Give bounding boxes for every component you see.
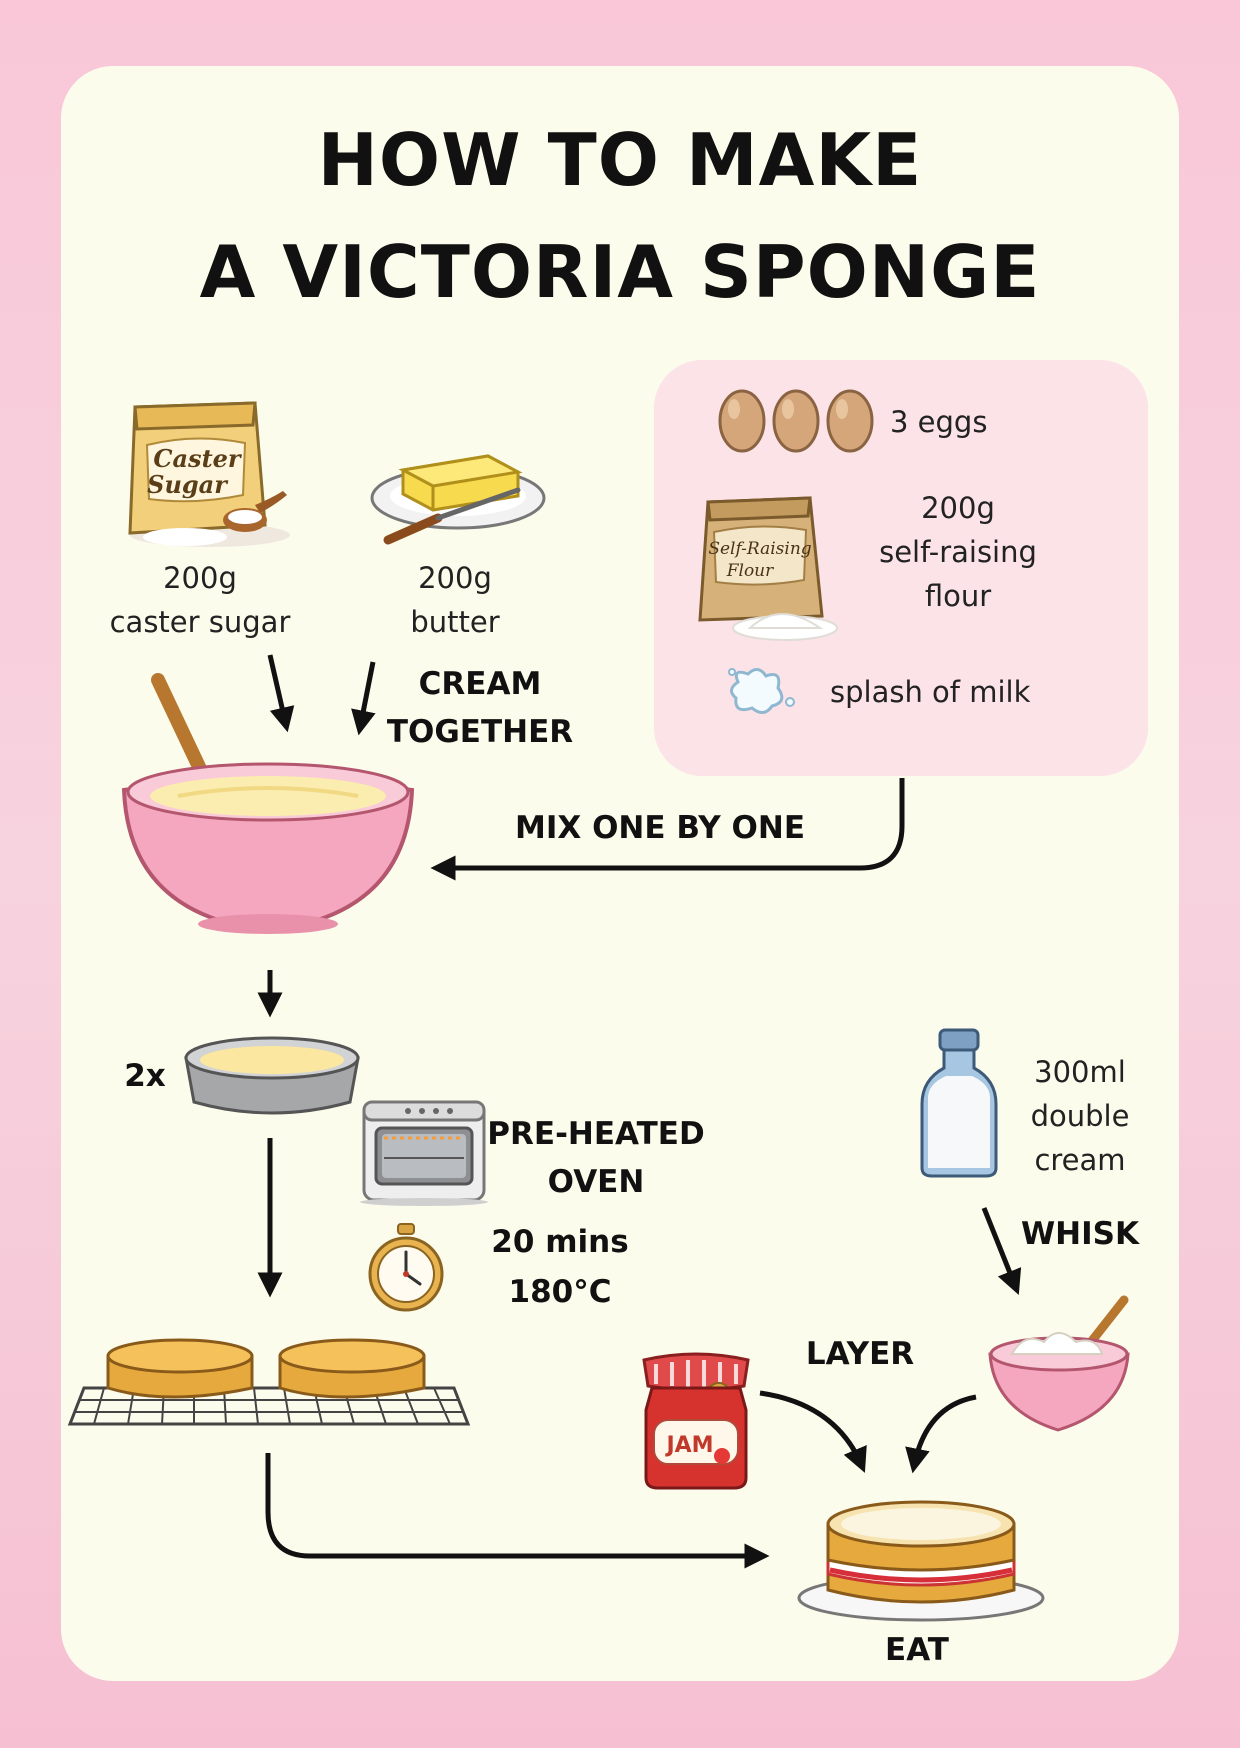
eat-label: EAT — [885, 1632, 949, 1668]
stopwatch-icon — [368, 1223, 444, 1312]
milk-text: splash of milk — [830, 675, 1031, 709]
sugar-pack-text-2: Sugar — [147, 470, 229, 499]
flour-line-2: self-raising — [879, 535, 1037, 569]
sugar-name: caster sugar — [109, 605, 291, 639]
jam-jar-icon: JAM — [642, 1352, 750, 1490]
whisk-label: WHISK — [1020, 1216, 1140, 1252]
sugar-pack-text-1: Caster — [153, 444, 243, 473]
flour-line-1: 200g — [921, 491, 995, 525]
flour-line-3: flour — [924, 579, 992, 613]
bake-temperature: 180°C — [508, 1274, 612, 1310]
cream-together-label-1: CREAM — [418, 666, 542, 702]
flour-pack-text-2: Flour — [726, 561, 774, 581]
eggs-text: 3 eggs — [890, 405, 988, 439]
bake-time: 20 mins — [491, 1224, 629, 1260]
cake-tin-icon — [184, 1036, 360, 1115]
butter-name: butter — [410, 605, 500, 639]
jam-label: JAM — [664, 1433, 713, 1458]
eggs-icon — [718, 389, 874, 453]
caster-sugar-icon: Caster Sugar — [128, 401, 290, 547]
cream-line-3: cream — [1034, 1143, 1126, 1177]
mixing-bowl-icon — [121, 673, 415, 934]
butter-icon — [370, 454, 546, 545]
cream-line-2: double — [1030, 1099, 1130, 1133]
cream-together-label-2: TOGETHER — [386, 714, 574, 750]
oven-label-1: PRE-HEATED — [487, 1116, 705, 1152]
cooling-sponges-icon — [67, 1338, 471, 1426]
tins-count: 2x — [124, 1058, 166, 1094]
butter-amount: 200g — [418, 561, 492, 595]
sugar-amount: 200g — [163, 561, 237, 595]
oven-label-2: OVEN — [547, 1164, 645, 1200]
victoria-sponge-cake-icon — [797, 1500, 1045, 1622]
oven-icon — [360, 1100, 488, 1206]
milk-splash-icon — [728, 668, 795, 714]
self-raising-flour-icon: Self-Raising Flour — [698, 496, 838, 641]
flour-pack-text-1: Self-Raising — [708, 539, 811, 559]
double-cream-bottle-icon — [920, 1028, 998, 1178]
mix-one-by-one-label: MIX ONE BY ONE — [515, 810, 805, 846]
cream-line-1: 300ml — [1034, 1055, 1126, 1089]
title-line-2: A VICTORIA SPONGE — [199, 230, 1041, 314]
whipped-cream-bowl-icon — [988, 1295, 1130, 1432]
layer-label: LAYER — [805, 1336, 915, 1372]
title-line-1: HOW TO MAKE — [317, 118, 923, 202]
